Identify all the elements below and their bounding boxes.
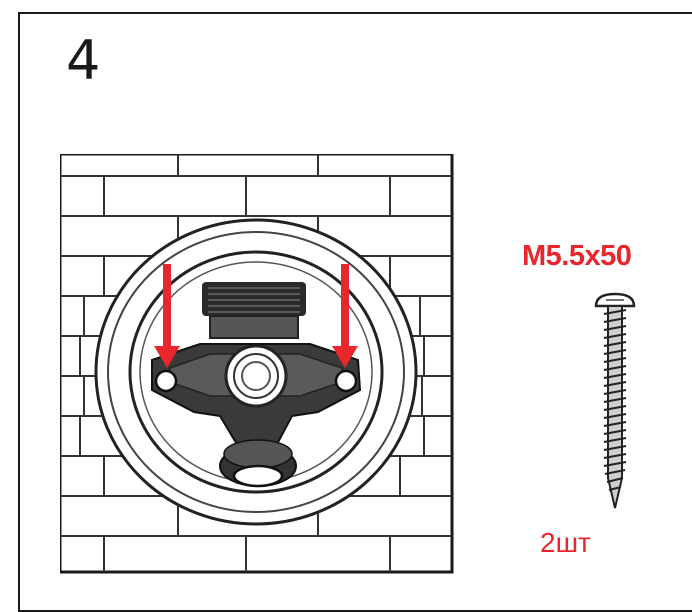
wall-mount-illustration	[60, 154, 454, 574]
mount-bracket	[151, 282, 362, 488]
screw-spec-label: M5.5x50	[522, 240, 632, 272]
screw-quantity-label: 2шт	[540, 527, 591, 558]
screw-position-arrow-left	[154, 264, 180, 368]
screw-position-arrow-right	[332, 264, 358, 368]
step-number: 4	[66, 29, 101, 92]
screw-icon	[594, 292, 636, 509]
